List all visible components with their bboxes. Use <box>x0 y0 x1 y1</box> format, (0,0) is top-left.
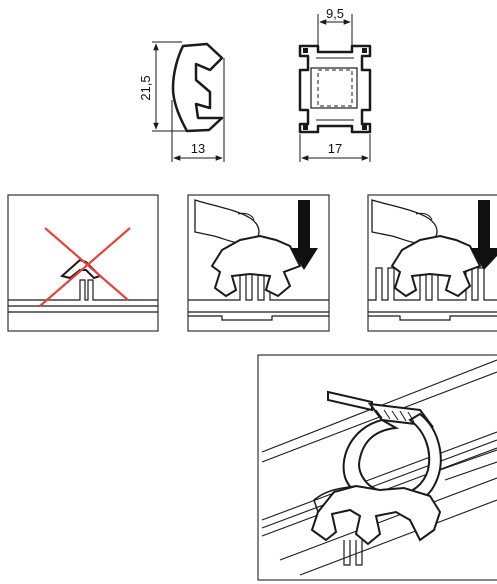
panel-wrong-mounting <box>7 194 159 332</box>
clip-isometric <box>310 484 442 546</box>
panel-press-in-multi <box>367 194 497 332</box>
front-width-dimension <box>299 134 371 162</box>
panel-isometric-strap <box>257 354 497 581</box>
red-cross-icon <box>39 227 131 307</box>
panel-press-in-single <box>187 194 330 332</box>
clip-pressed <box>210 234 302 298</box>
down-arrow-icon-2 <box>470 200 497 270</box>
clip-pressed-2 <box>390 234 482 298</box>
side-view <box>171 42 224 133</box>
front-view-outline <box>298 44 372 134</box>
strap-ratchet-teeth <box>375 409 415 423</box>
side-height-label: 21,5 <box>138 75 153 100</box>
front-slot-dimension <box>317 14 353 46</box>
side-width-label: 13 <box>191 141 205 156</box>
side-view-outline <box>171 42 224 133</box>
front-slot-label: 9,5 <box>326 6 344 21</box>
finger-icon <box>194 199 260 244</box>
down-arrow-icon <box>290 200 318 270</box>
front-view-details <box>303 48 367 130</box>
side-width-dimension <box>171 58 225 162</box>
front-width-label: 17 <box>328 141 342 156</box>
finger-icon-2 <box>371 199 438 244</box>
strap <box>327 390 442 506</box>
side-height-dimension <box>152 41 186 132</box>
front-view <box>298 44 372 134</box>
